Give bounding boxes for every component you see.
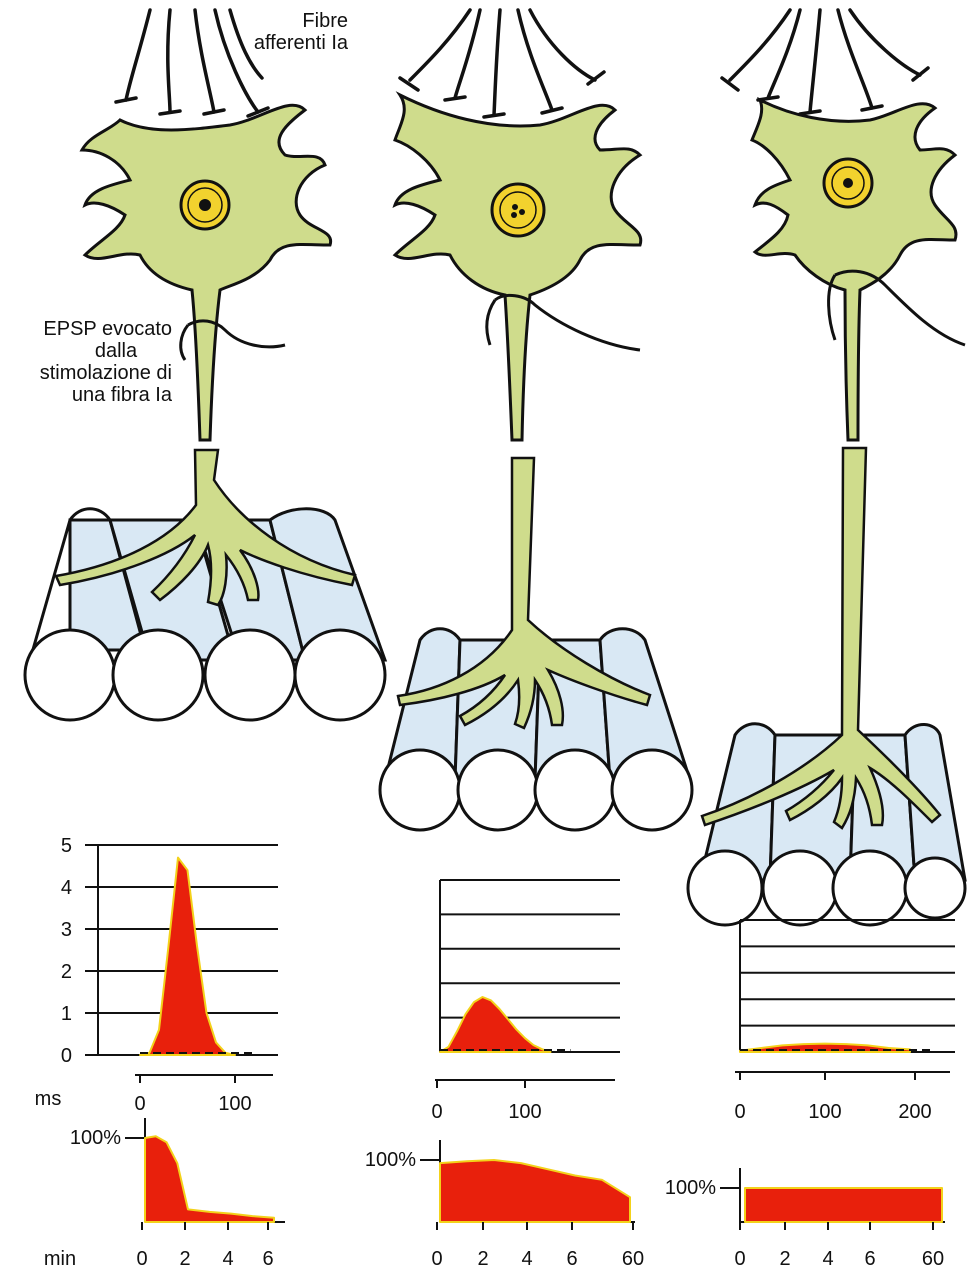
afferent-label-line-2: afferenti Ia xyxy=(248,32,348,54)
chart-left-top xyxy=(85,845,278,1083)
x-tick-label: 6 xyxy=(262,1248,273,1270)
x-tick-label: 60 xyxy=(622,1248,644,1270)
epsp-label-line-4: una fibra Ia xyxy=(0,384,172,406)
x-tick-label: 200 xyxy=(898,1101,931,1123)
y-tick-label: 5 xyxy=(61,835,72,857)
neuron-middle xyxy=(395,10,641,440)
x-tick-label: 4 xyxy=(222,1248,233,1270)
epsp-label: EPSP evocato dalla stimolazione di una f… xyxy=(0,318,172,406)
x-tick-label: 0 xyxy=(431,1101,442,1123)
x-tick-label: 100 xyxy=(808,1101,841,1123)
x-unit-label: ms xyxy=(35,1088,62,1110)
y-tick-label: 2 xyxy=(61,961,72,983)
y-tick-label: 100% xyxy=(665,1177,716,1199)
chart-right-top xyxy=(735,920,955,1080)
x-tick-label: 0 xyxy=(431,1248,442,1270)
x-tick-label: 0 xyxy=(734,1248,745,1270)
afferent-label-line-1: Fibre xyxy=(248,10,348,32)
chart-right-bottom xyxy=(720,1168,945,1230)
y-tick-label: 1 xyxy=(61,1003,72,1025)
epsp-label-line-1: EPSP evocato xyxy=(0,318,172,340)
chart-middle-bottom xyxy=(420,1140,635,1230)
axon-branches-middle xyxy=(398,458,650,728)
ltp-curve xyxy=(145,1136,274,1222)
x-tick-label: 100 xyxy=(508,1101,541,1123)
epsp-label-line-2: dalla xyxy=(0,340,172,362)
ltp-curve xyxy=(745,1188,942,1222)
x-tick-label: 60 xyxy=(922,1248,944,1270)
y-tick-label: 4 xyxy=(61,877,72,899)
x-tick-label: 0 xyxy=(734,1101,745,1123)
x-tick-label: 2 xyxy=(179,1248,190,1270)
afferent-label: Fibre afferenti Ia xyxy=(248,10,348,54)
x-unit-label: min xyxy=(44,1248,76,1270)
x-tick-label: 2 xyxy=(477,1248,488,1270)
chart-left-bottom xyxy=(125,1118,285,1230)
epsp-curve xyxy=(440,997,551,1052)
x-tick-label: 2 xyxy=(779,1248,790,1270)
y-tick-label: 3 xyxy=(61,919,72,941)
x-tick-label: 6 xyxy=(864,1248,875,1270)
afferent-fibers-left xyxy=(116,10,268,116)
epsp-label-line-3: stimolazione di xyxy=(0,362,172,384)
y-tick-label: 0 xyxy=(61,1045,72,1067)
ltp-curve xyxy=(440,1160,630,1222)
x-tick-label: 0 xyxy=(136,1248,147,1270)
y-tick-label: 100% xyxy=(70,1127,121,1149)
y-tick-label: 100% xyxy=(365,1149,416,1171)
x-tick-label: 4 xyxy=(822,1248,833,1270)
x-tick-label: 6 xyxy=(566,1248,577,1270)
chart-middle-top xyxy=(435,880,620,1088)
x-tick-label: 100 xyxy=(218,1093,251,1115)
x-tick-label: 0 xyxy=(134,1093,145,1115)
x-tick-label: 4 xyxy=(521,1248,532,1270)
neuron-right xyxy=(722,10,965,440)
